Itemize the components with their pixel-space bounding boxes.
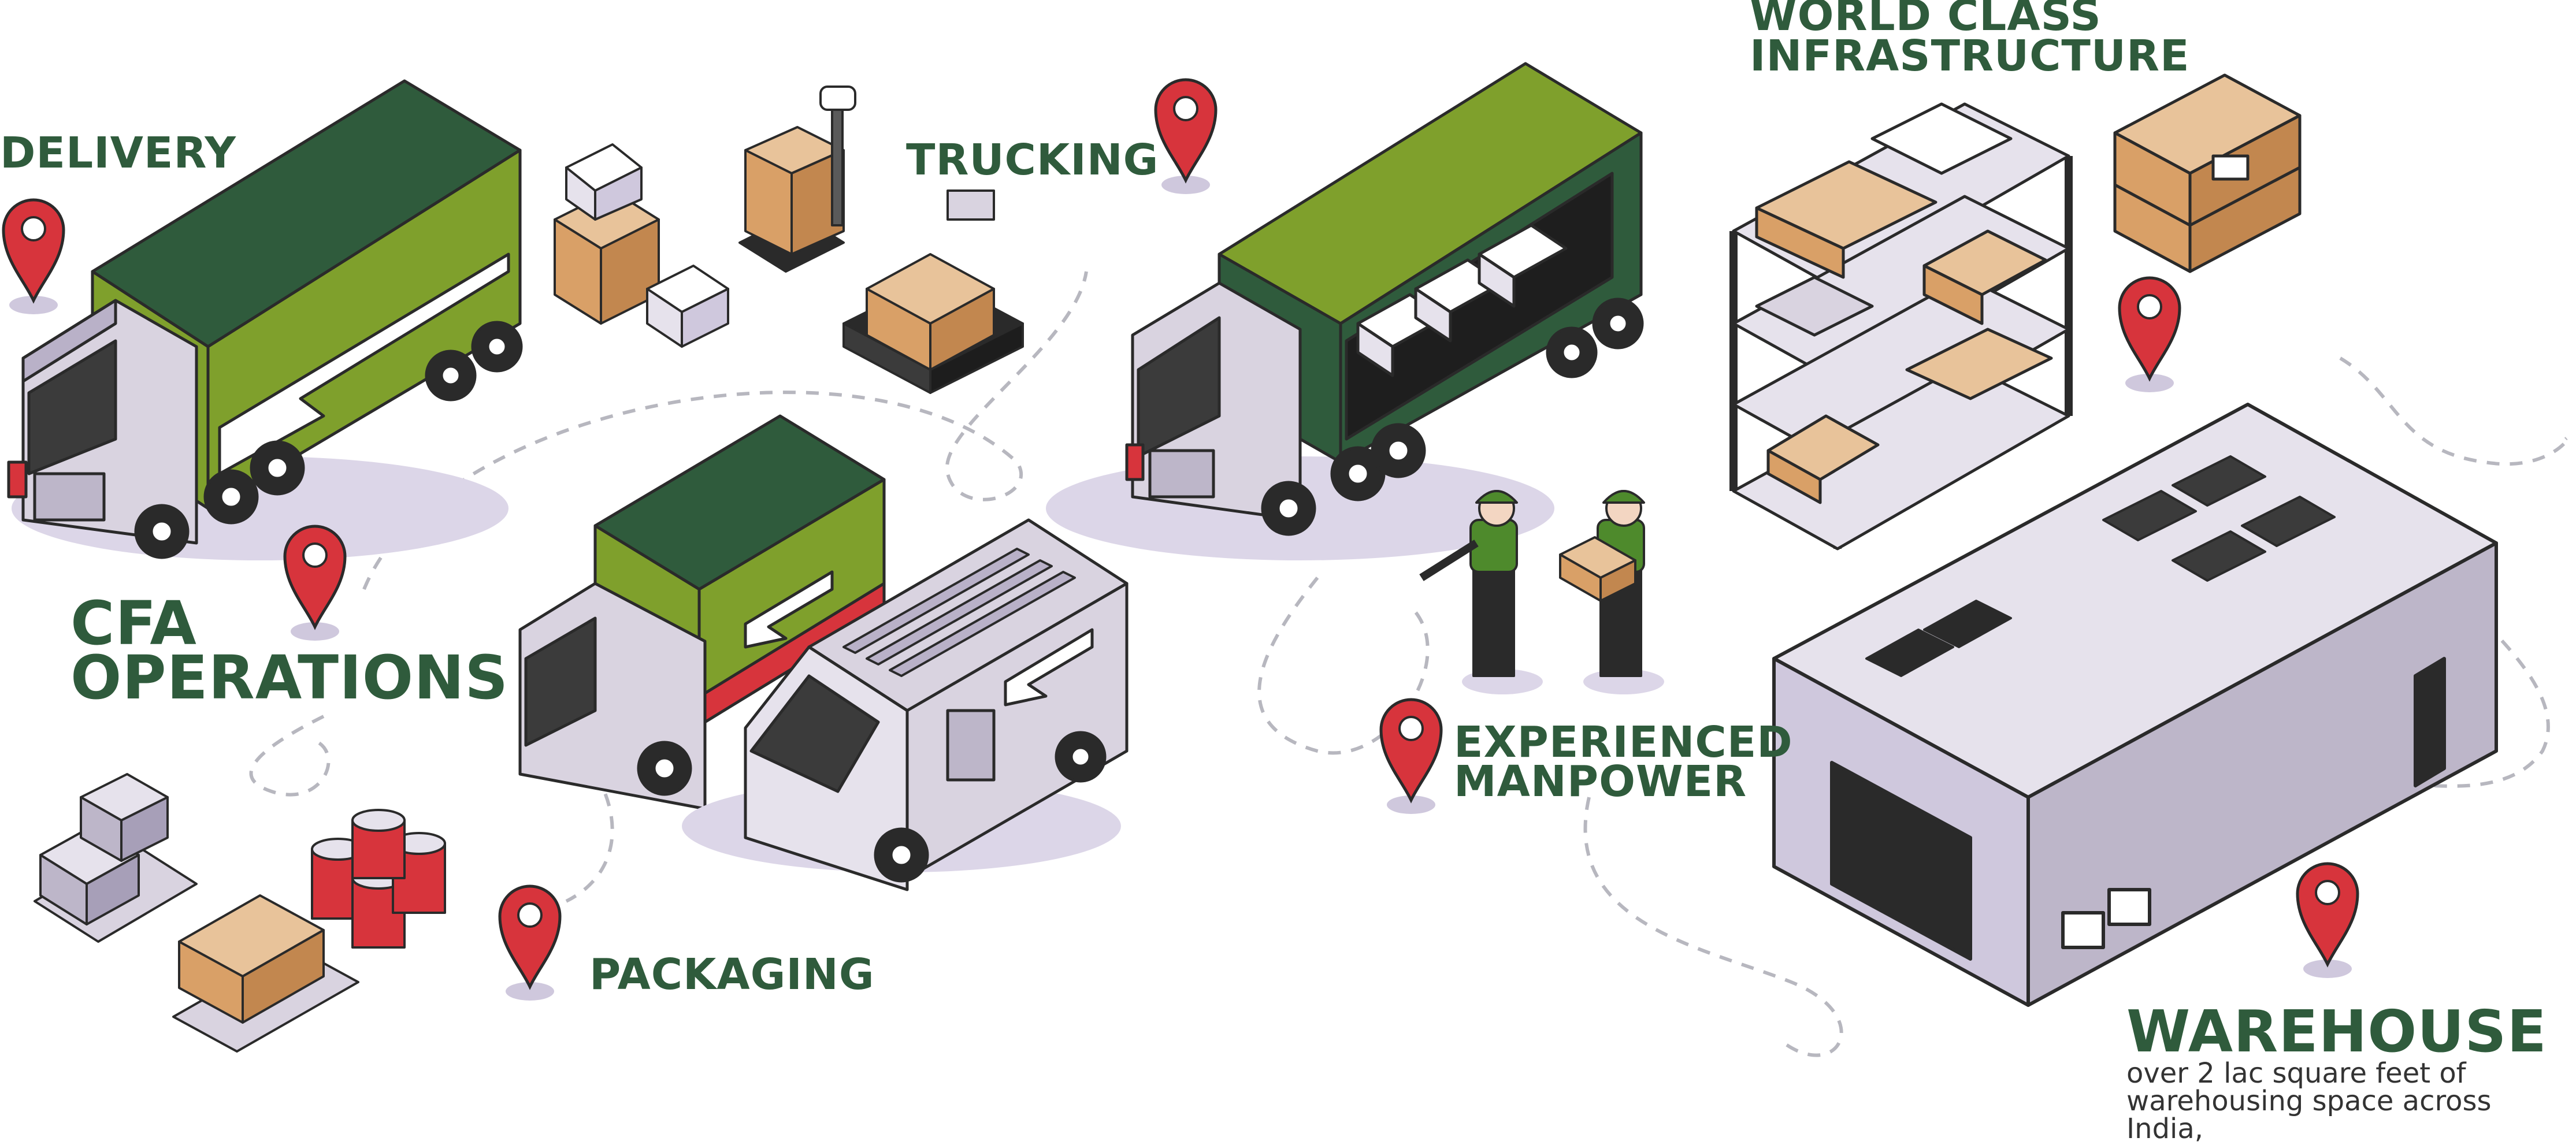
warehouse-description: over 2 lac square feet of warehousing sp…	[2126, 1057, 2492, 1145]
warehouse-rack	[1729, 102, 2073, 551]
experienced-label: EXPERIENCED	[1454, 718, 1793, 767]
weighing-scale	[842, 189, 1024, 394]
packaging-items	[34, 773, 446, 1053]
trucking-label: TRUCKING	[906, 135, 1159, 185]
stacked-boxes	[554, 143, 729, 348]
manpower-label: MANPOWER	[1454, 757, 1747, 806]
trucking-truck	[1046, 62, 1644, 560]
cfa-truck	[518, 414, 886, 811]
location-pin-icon	[1381, 700, 1441, 814]
warehouse-building	[1772, 403, 2498, 1007]
world-class-label: WORLD CLASS	[1750, 0, 2102, 40]
location-pin-icon	[2120, 278, 2180, 392]
hand-truck	[738, 85, 856, 273]
operations-label: OPERATIONS	[70, 642, 509, 713]
delivery-van	[682, 518, 1129, 891]
delivery-label: DELIVERY	[0, 128, 237, 178]
location-pin-icon	[2297, 864, 2358, 978]
box-stack	[2113, 73, 2302, 273]
cfa-label: CFA	[70, 588, 197, 659]
packaging-label: PACKAGING	[589, 950, 875, 999]
location-pin-icon	[1156, 80, 1216, 194]
location-pin-icon	[285, 526, 345, 641]
location-pin-icon	[3, 200, 64, 314]
warehouse-label: WAREHOUSE	[2126, 998, 2547, 1065]
workers	[1419, 490, 1664, 694]
infrastructure-label: INFRASTRUCTURE	[1750, 31, 2190, 81]
location-pin-icon	[500, 886, 560, 1001]
delivery-truck	[7, 79, 523, 560]
